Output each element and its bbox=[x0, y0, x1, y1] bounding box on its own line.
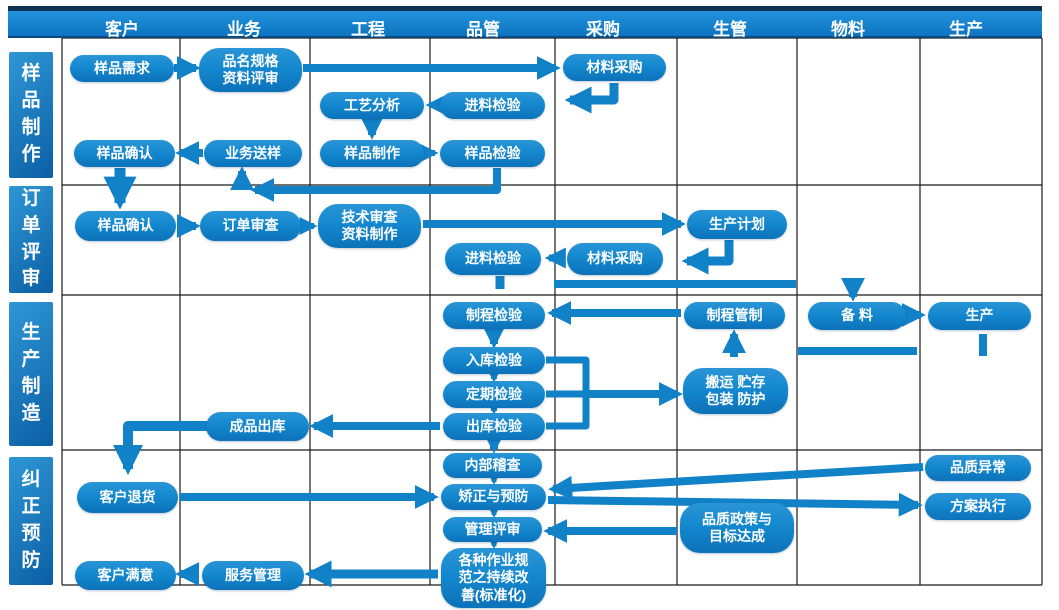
flow-node-production-plan: 生产计划 bbox=[687, 210, 787, 239]
column-header-production-control: 生管 bbox=[713, 20, 747, 39]
flow-node-finished-goods-out: 成品出库 bbox=[206, 412, 309, 441]
flow-node-tech-review: 技术审查 资料制作 bbox=[318, 204, 421, 248]
flow-node-incoming-inspection-1: 进料检验 bbox=[440, 92, 545, 119]
flow-node-inprocess-inspection: 制程检验 bbox=[443, 302, 545, 329]
flow-node-order-check: 订单审查 bbox=[200, 211, 301, 241]
flow-node-material-prep: 备 料 bbox=[808, 302, 906, 330]
flow-node-customer-satisfaction: 客户满意 bbox=[75, 561, 176, 590]
column-header-production: 生产 bbox=[949, 20, 983, 39]
flow-node-management-review: 管理评审 bbox=[443, 517, 542, 542]
column-header-materials: 物料 bbox=[831, 20, 865, 39]
flow-arrows bbox=[103, 56, 987, 588]
flow-node-quality-abnormal: 品质异常 bbox=[925, 455, 1031, 481]
flow-node-sample-request: 样品需求 bbox=[70, 55, 174, 82]
flow-node-handling-storage: 搬运 贮存 包装 防护 bbox=[683, 368, 788, 414]
edge-correction-to-plan-execution bbox=[547, 492, 923, 517]
flow-node-quality-policy: 品质政策与 目标达成 bbox=[680, 503, 794, 553]
flow-node-sample-inspection: 样品检验 bbox=[440, 140, 545, 167]
edge-production-plan-hook bbox=[681, 240, 734, 275]
flow-node-plan-execution: 方案执行 bbox=[925, 493, 1031, 520]
flow-node-warehouse-out-inspection: 出库检验 bbox=[443, 413, 545, 440]
phase-label-order-review: 订 单 评 审 bbox=[9, 186, 53, 293]
flow-node-correction-prevention: 矫正与预防 bbox=[441, 484, 546, 510]
edge-quality-abnormal-to-correction bbox=[548, 463, 924, 500]
phase-label-sample-making: 样 品 制 作 bbox=[9, 52, 53, 178]
flow-node-periodic-inspection: 定期检验 bbox=[443, 381, 545, 408]
flow-node-sample-production: 样品制作 bbox=[320, 140, 424, 167]
flow-node-sample-confirm-2: 样品确认 bbox=[75, 211, 176, 241]
flow-node-spec-data-review: 品名规格 资料评审 bbox=[199, 48, 302, 92]
swimlane-header: 客户 业务 工程 品管 采购 生管 物料 生产 bbox=[8, 6, 1042, 39]
flow-node-business-sampling: 业务送样 bbox=[204, 140, 302, 167]
column-header-business: 业务 bbox=[227, 20, 261, 39]
flow-node-process-analysis: 工艺分析 bbox=[320, 92, 424, 119]
flow-node-internal-audit: 内部稽查 bbox=[443, 453, 542, 478]
edge-sample-inspection-return bbox=[250, 168, 501, 202]
flow-node-sample-confirm-1: 样品确认 bbox=[74, 140, 175, 167]
edge-finished-goods-curve-down bbox=[113, 421, 207, 475]
column-header-purchasing: 采购 bbox=[586, 20, 620, 39]
phase-label-corrective-prevention: 纠 正 预 防 bbox=[9, 457, 53, 585]
edge-material-purchase1-hook bbox=[564, 83, 619, 114]
flow-node-material-purchase-1: 材料采购 bbox=[563, 54, 666, 81]
flow-node-warehouse-in-inspection: 入库检验 bbox=[443, 347, 545, 374]
flow-node-incoming-inspection-2: 进料检验 bbox=[445, 243, 541, 275]
column-header-quality: 品管 bbox=[466, 20, 500, 39]
flow-node-standardization: 各种作业规 范之持续改 善(标准化) bbox=[441, 548, 546, 608]
flow-node-service-management: 服务管理 bbox=[202, 561, 304, 590]
flow-node-inprocess-control: 制程管制 bbox=[684, 302, 785, 329]
phase-label-manufacturing: 生 产 制 造 bbox=[9, 302, 53, 446]
column-header-customer: 客户 bbox=[105, 20, 139, 39]
flow-node-customer-return: 客户退货 bbox=[77, 482, 178, 513]
flow-node-production-node: 生产 bbox=[928, 302, 1031, 330]
flow-node-material-purchase-2: 材料采购 bbox=[567, 243, 663, 275]
column-header-engineering: 工程 bbox=[351, 20, 385, 39]
